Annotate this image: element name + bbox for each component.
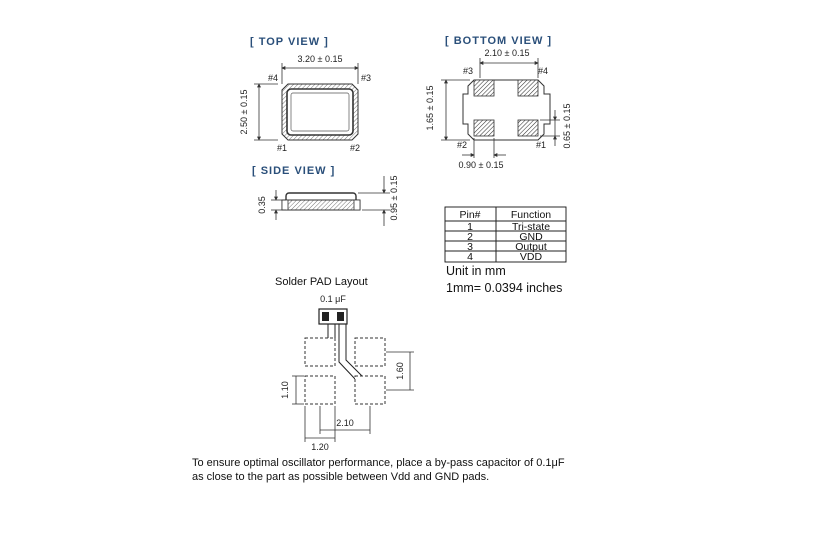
top-pin-label-4: #4 xyxy=(268,73,278,83)
side-view-title: [ SIDE VIEW ] xyxy=(252,165,335,177)
bottom-pad-height-dim: 0.65 ± 0.15 xyxy=(562,104,572,149)
pin-table-cell: GND xyxy=(519,231,543,243)
unit-conversion-text: 1mm= 0.0394 inches xyxy=(446,281,562,295)
pad-width-dim: 1.20 xyxy=(311,442,329,452)
solder-pad-top-left xyxy=(304,337,336,367)
pin-table-cell: Tri-state xyxy=(512,221,550,233)
pin-table-border xyxy=(444,206,567,263)
row-span-dim: 1.60 xyxy=(395,362,405,380)
bottom-pad-1 xyxy=(517,119,539,137)
pin-table-cell: 4 xyxy=(467,251,473,263)
solder-pad-top-right xyxy=(354,337,386,367)
bottom-pin-label-1: #1 xyxy=(536,140,546,150)
bottom-pin-label-2: #2 xyxy=(457,140,467,150)
top-height-dim: 2.50 ± 0.15 xyxy=(239,90,249,135)
solder-pad-title: Solder PAD Layout xyxy=(275,276,368,288)
bottom-pad-2 xyxy=(473,119,495,137)
solder-pad-layout: Solder PAD Layout 0.1 μF 1.10 1.60 2.10 xyxy=(275,276,414,452)
top-view-lid-inner xyxy=(290,92,350,132)
side-thickness-dim: 0.35 xyxy=(257,196,267,214)
solder-pad-bottom-right xyxy=(354,375,386,405)
bottom-pitch-dim: 2.10 ± 0.15 xyxy=(485,48,530,58)
capacitor-pad-left xyxy=(322,312,329,321)
pin-table-header-pin: Pin# xyxy=(459,209,480,221)
pin-table-cell: VDD xyxy=(520,251,543,263)
capacitor-pad-right xyxy=(337,312,344,321)
bottom-view: [ BOTTOM VIEW ] 2.10 ± 0.15 #3 #4 #2 #1 … xyxy=(425,35,572,170)
trace-capacitor-right xyxy=(338,324,357,381)
solder-pad-bottom-left xyxy=(304,375,336,405)
bottom-height-dim: 1.65 ± 0.15 xyxy=(425,86,435,131)
side-view-terminal-left xyxy=(281,199,289,211)
capacitor-label: 0.1 μF xyxy=(320,294,346,304)
side-view-terminal-right xyxy=(353,199,361,211)
bottom-pad-width-dim: 0.90 ± 0.15 xyxy=(459,160,504,170)
pin-table-cell: 2 xyxy=(467,231,473,243)
top-view-title: [ TOP VIEW ] xyxy=(250,36,329,48)
pin-table-header-function: Function xyxy=(511,209,551,221)
bottom-pad-4 xyxy=(517,79,539,97)
unit-text: Unit in mm xyxy=(446,264,506,278)
bottom-pin-label-4: #4 xyxy=(538,66,548,76)
col-span-dim: 2.10 xyxy=(336,418,354,428)
top-width-dim: 3.20 ± 0.15 xyxy=(298,54,343,64)
side-view-base xyxy=(281,199,361,211)
side-view: [ SIDE VIEW ] 0.35 0.95 ± 0.15 xyxy=(252,165,399,226)
pin-table-cell: 1 xyxy=(467,221,473,233)
top-pin-label-1: #1 xyxy=(277,143,287,153)
trace-capacitor-right-2 xyxy=(345,324,364,378)
bypass-note-line2: as close to the part as possible between… xyxy=(192,471,489,483)
bottom-pin-label-3: #3 xyxy=(463,66,473,76)
top-view: [ TOP VIEW ] 3.20 ± 0.15 2.50 ± 0.15 #4 … xyxy=(239,36,371,153)
top-pin-label-3: #3 xyxy=(361,73,371,83)
pin-table-cell: 3 xyxy=(467,241,473,253)
bypass-note-line1: To ensure optimal oscillator performance… xyxy=(192,457,565,469)
pad-height-dim: 1.10 xyxy=(280,381,290,399)
bottom-view-title: [ BOTTOM VIEW ] xyxy=(445,35,552,47)
bottom-pad-3 xyxy=(473,79,495,97)
side-height-dim: 0.95 ± 0.15 xyxy=(389,176,399,221)
pin-table-cell: Output xyxy=(515,241,547,253)
top-pin-label-2: #2 xyxy=(350,143,360,153)
pin-function-table: Pin# Function 1 Tri-state 2 GND 3 Output… xyxy=(444,206,567,263)
